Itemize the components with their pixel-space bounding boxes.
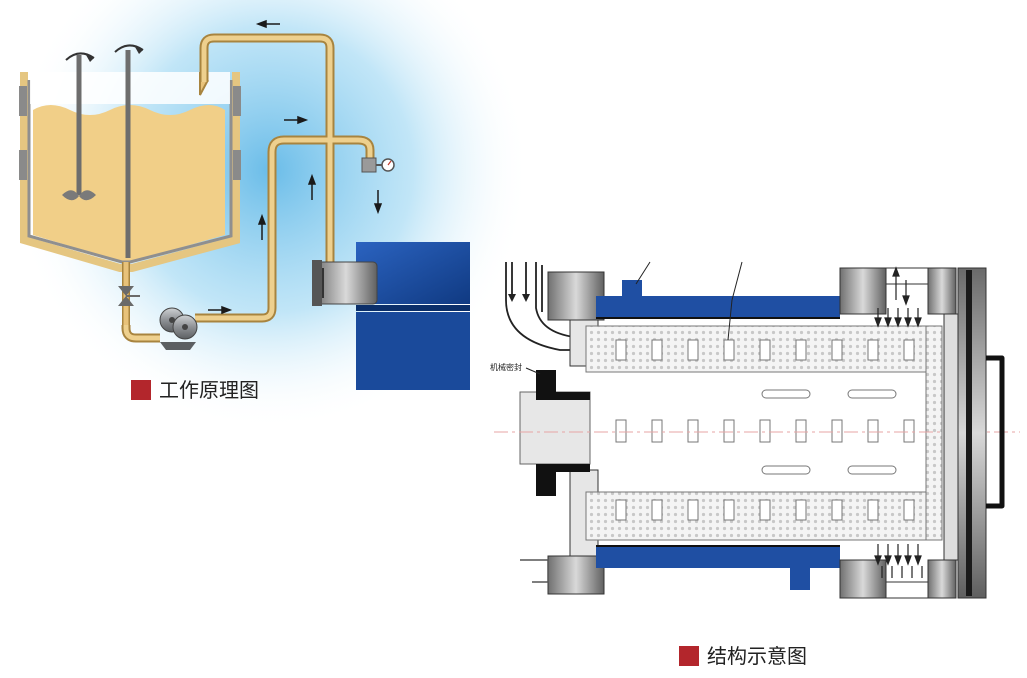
flow-arrow-icon — [892, 266, 900, 277]
filter-flange — [322, 268, 324, 298]
leader-line — [727, 299, 733, 341]
rotation-arrow-icon — [114, 44, 144, 53]
rotor-slots — [615, 339, 915, 521]
flow-arrow-icon — [874, 555, 882, 566]
rotation-arrow-icon — [65, 52, 95, 61]
flow-arrow-icon — [874, 317, 882, 328]
flow-arrow-icon — [904, 317, 912, 328]
flow-arrow-icon — [508, 294, 516, 302]
motor-base — [356, 312, 470, 390]
rotation-arrow-head-icon — [135, 47, 143, 54]
flow-arrow-icon — [902, 295, 910, 306]
shaft — [519, 391, 591, 465]
flow-arrow-icon — [255, 19, 280, 29]
caption-text: 工作原理图 — [159, 378, 259, 402]
rotor-elongated-slots — [761, 389, 897, 475]
jacket-bottom — [596, 546, 840, 568]
pump-icon — [159, 307, 198, 350]
flow-arrow-icon — [894, 317, 902, 328]
filter-housing — [314, 261, 378, 305]
flow-arrow-icon — [894, 555, 902, 566]
working-principle-diagram — [0, 0, 560, 460]
flow-arrow-icon — [884, 317, 892, 328]
caption-text: 结构示意图 — [707, 644, 807, 668]
flow-arrow-icon — [914, 555, 922, 566]
mechanical-seal-label: 机械密封 — [490, 362, 522, 372]
flow-arrow-icon — [904, 555, 912, 566]
filter-screen-end — [925, 325, 943, 541]
caption-working-principle: 工作原理图 — [131, 380, 259, 400]
jacket-top — [596, 296, 840, 318]
mechanical-seal-leader — [525, 367, 541, 375]
structure-diagram: 机械密封 — [490, 261, 1020, 599]
discharge-arrows — [874, 266, 923, 578]
red-square-icon — [131, 380, 151, 400]
flow-arrows — [208, 19, 383, 315]
pressure-gauge-icon — [361, 157, 395, 173]
flow-arrow-icon — [884, 555, 892, 566]
leader-line — [635, 261, 651, 285]
red-square-icon — [679, 646, 699, 666]
filter-end-cap — [312, 260, 322, 306]
caption-structure-diagram: 结构示意图 — [679, 646, 807, 666]
flow-arrow-icon — [307, 173, 317, 200]
flow-arrow-icon — [257, 213, 267, 240]
rotation-arrow-head-icon — [86, 55, 94, 62]
mechanical-seal-top — [536, 370, 590, 400]
drain-line — [520, 559, 549, 583]
filter-unit — [312, 242, 470, 390]
jacket-bottom-port — [790, 566, 810, 590]
pipe-network — [121, 33, 375, 343]
mixing-tank — [19, 44, 241, 330]
tank-jacket-baffles — [19, 86, 241, 180]
agitator-impeller-1 — [62, 190, 96, 201]
leader-line — [731, 261, 743, 301]
flow-arrow-icon — [914, 317, 922, 328]
right-housing — [839, 267, 1005, 599]
mechanical-seal-bottom — [536, 464, 590, 496]
valve-icon — [118, 286, 140, 306]
flow-arrow-icon — [373, 190, 383, 215]
flow-arrow-icon — [208, 305, 233, 315]
jacket-top-port — [622, 280, 642, 298]
handle[interactable] — [986, 355, 1005, 509]
flow-arrow-icon — [284, 115, 309, 125]
flow-arrow-icon — [522, 294, 530, 302]
inlet-flow-lines — [505, 262, 575, 351]
